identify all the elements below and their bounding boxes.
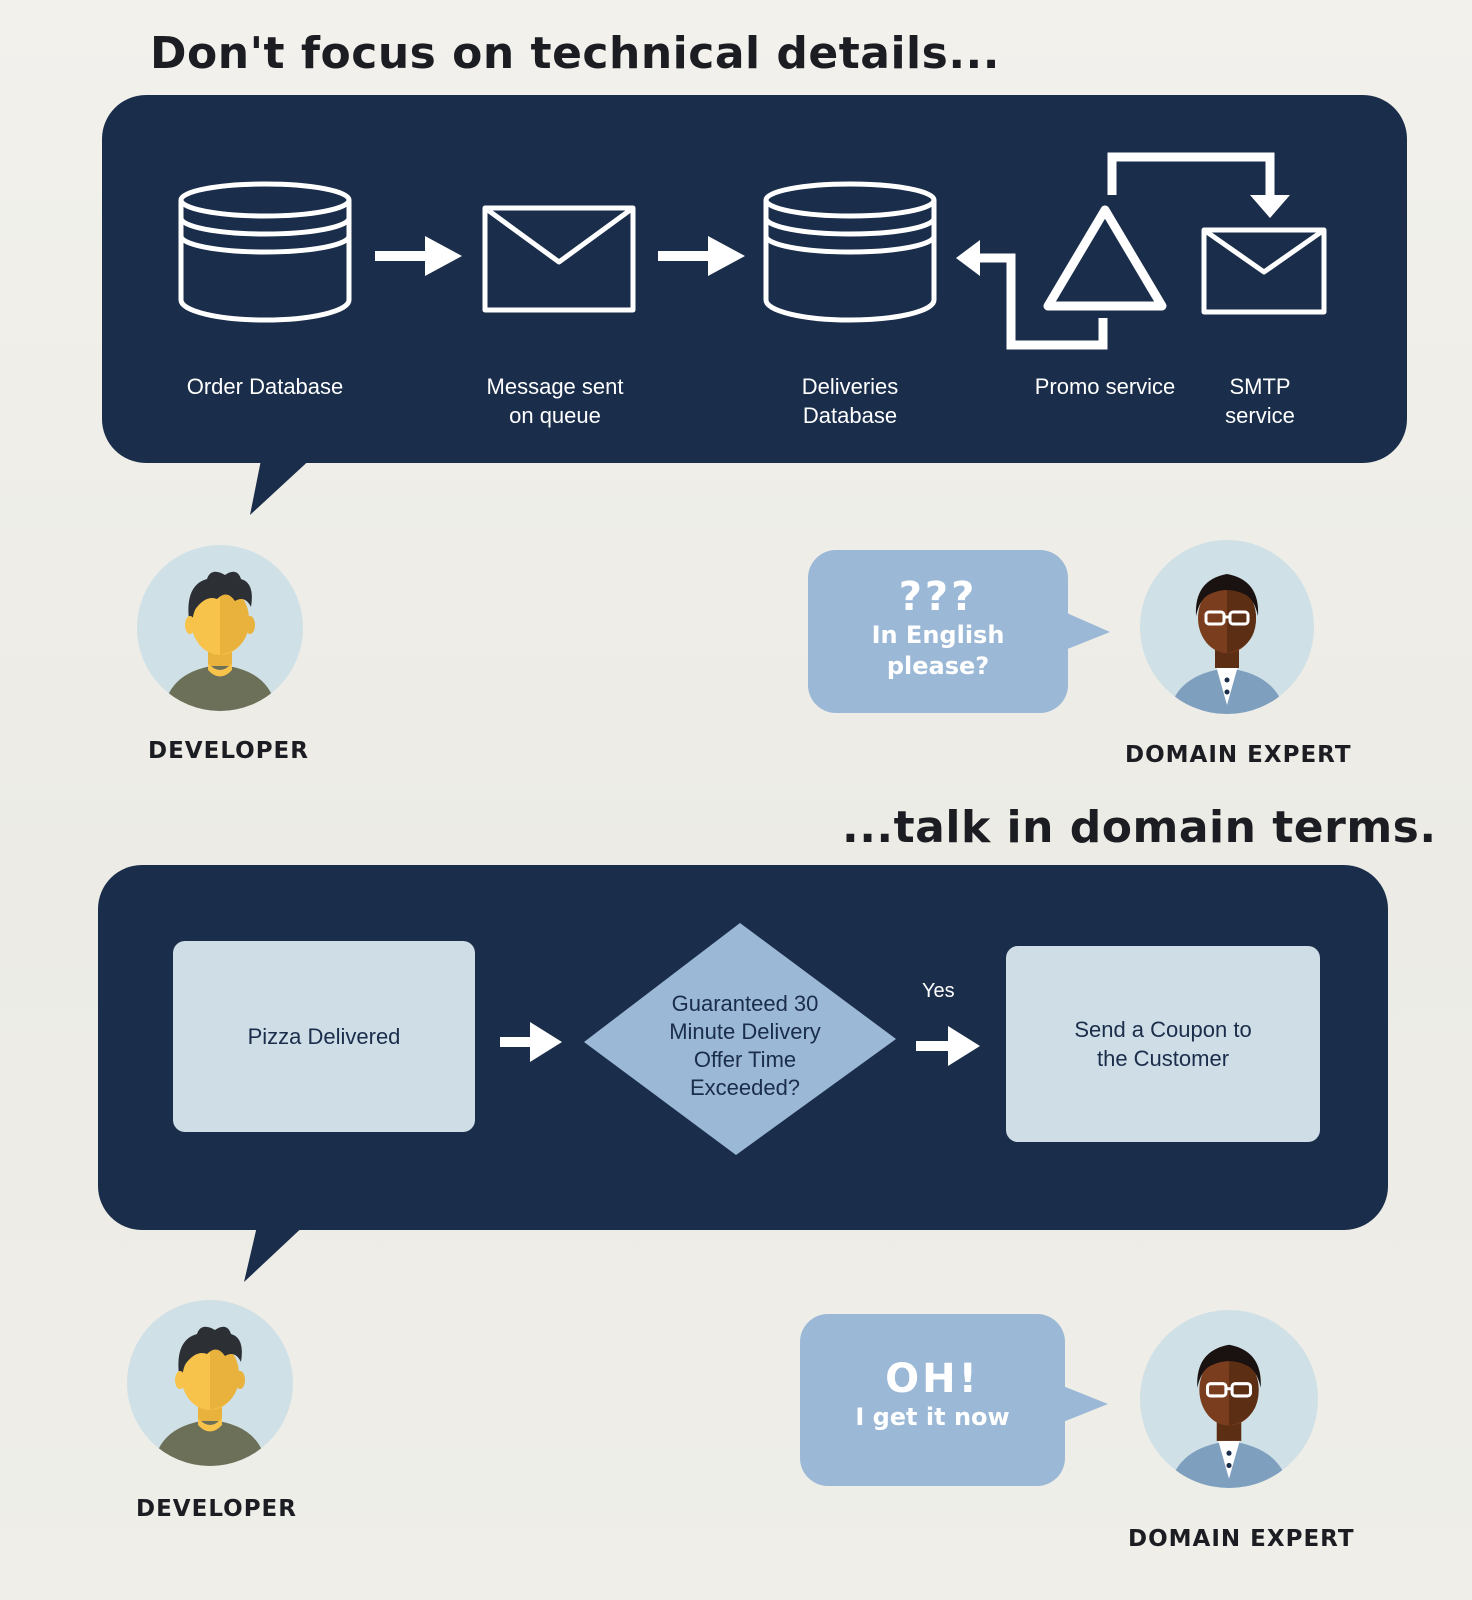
- expert-speech-bubble-bottom: OH! I get it now: [800, 1314, 1065, 1486]
- caption-deliveries-database: Deliveries Database: [801, 374, 899, 428]
- promo-to-smtp-connector-icon: [1107, 152, 1290, 218]
- promo-triangle-icon: [1043, 205, 1167, 311]
- send-coupon-label: Send a Coupon to the Customer: [1074, 1017, 1252, 1071]
- decision-diamond: [584, 923, 896, 1155]
- order-database-icon: [178, 181, 352, 323]
- arrow-icon: [500, 1022, 562, 1062]
- technical-icons: [178, 152, 1327, 350]
- bubble-got-it: I get it now: [855, 1403, 1010, 1431]
- pizza-delivered-label: Pizza Delivered: [247, 1024, 401, 1049]
- send-coupon-box: Send a Coupon to the Customer: [1006, 946, 1320, 1142]
- bubble-question-marks: ???: [898, 574, 978, 620]
- domain-expert-label-bottom: DOMAIN EXPERT: [1128, 1526, 1355, 1552]
- developer-avatar: [137, 545, 303, 711]
- bubble-line-1: In English: [871, 621, 1005, 649]
- expert-speech-tail-bottom: [1058, 1384, 1108, 1424]
- top-heading: Don't focus on technical details...: [150, 28, 1000, 79]
- developer-speech-tail-top: [250, 455, 315, 515]
- arrow-icon: [916, 1026, 980, 1066]
- arrow-icon: [375, 236, 462, 276]
- domain-expert-label-top: DOMAIN EXPERT: [1125, 742, 1352, 768]
- bubble-oh: OH!: [885, 1356, 980, 1402]
- caption-message-queue: Message sent on queue: [486, 374, 624, 428]
- bottom-heading: ...talk in domain terms.: [842, 802, 1437, 853]
- decision-label: Guaranteed 30 Minute Delivery Offer Time…: [669, 991, 821, 1100]
- caption-smtp-service: SMTP service: [1225, 374, 1295, 428]
- message-envelope-icon: [482, 205, 636, 313]
- domain-flow-shapes: [500, 923, 980, 1155]
- expert-speech-tail-top: [1060, 610, 1110, 652]
- developer-speech-tail-bottom: [244, 1222, 308, 1282]
- arrow-icon: [658, 236, 745, 276]
- developer-label-bottom: DEVELOPER: [136, 1496, 297, 1522]
- domain-expert-avatar: [1140, 1310, 1318, 1488]
- promo-to-deliveries-connector-icon: [956, 240, 1108, 350]
- developer-label-top: DEVELOPER: [148, 738, 309, 764]
- domain-expert-avatar: [1140, 540, 1314, 714]
- pizza-delivered-box: Pizza Delivered: [173, 941, 475, 1132]
- developer-avatar: [127, 1300, 293, 1466]
- deliveries-database-icon: [763, 181, 937, 323]
- smtp-envelope-icon: [1201, 227, 1327, 315]
- expert-speech-bubble-top: ??? In English please?: [808, 550, 1068, 713]
- caption-order-database: Order Database: [186, 374, 344, 399]
- yes-label: Yes: [922, 980, 955, 1002]
- bubble-line-2: please?: [886, 652, 990, 680]
- caption-promo-service: Promo service: [1034, 374, 1176, 399]
